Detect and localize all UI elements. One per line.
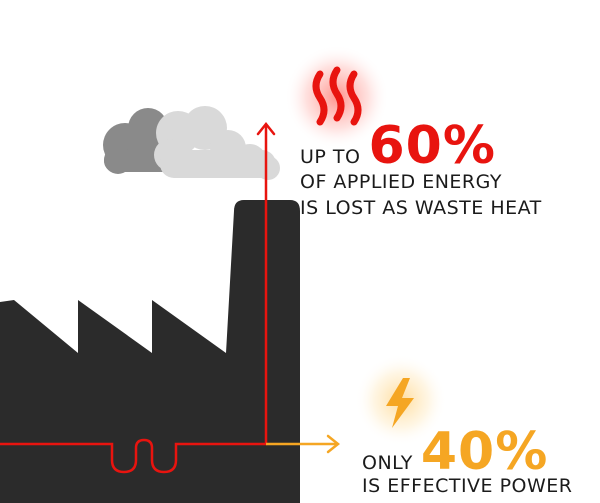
arrow-up-icon <box>256 121 276 136</box>
effective-power-prefix: ONLY <box>362 452 413 474</box>
energy-loss-line <box>0 124 268 474</box>
waste-heat-prefix: UP TO <box>300 146 361 168</box>
effective-power-headline: ONLY 40% <box>362 426 548 478</box>
smoke-light <box>154 106 280 180</box>
waste-heat-line2: IS LOST AS WASTE HEAT <box>300 197 542 219</box>
arrow-right-icon <box>326 434 341 454</box>
effective-power-line1: IS EFFECTIVE POWER <box>362 475 573 497</box>
heat-waves-icon <box>312 66 362 126</box>
effective-power-percent: 40% <box>420 422 549 482</box>
lightning-bolt-icon <box>386 378 414 428</box>
waste-heat-headline: UP TO 60% <box>300 120 496 172</box>
factory-silhouette <box>0 200 300 503</box>
waste-heat-percent: 60% <box>368 116 496 176</box>
smoke-cloud <box>103 106 280 180</box>
waste-heat-line1: OF APPLIED ENERGY <box>300 171 503 193</box>
